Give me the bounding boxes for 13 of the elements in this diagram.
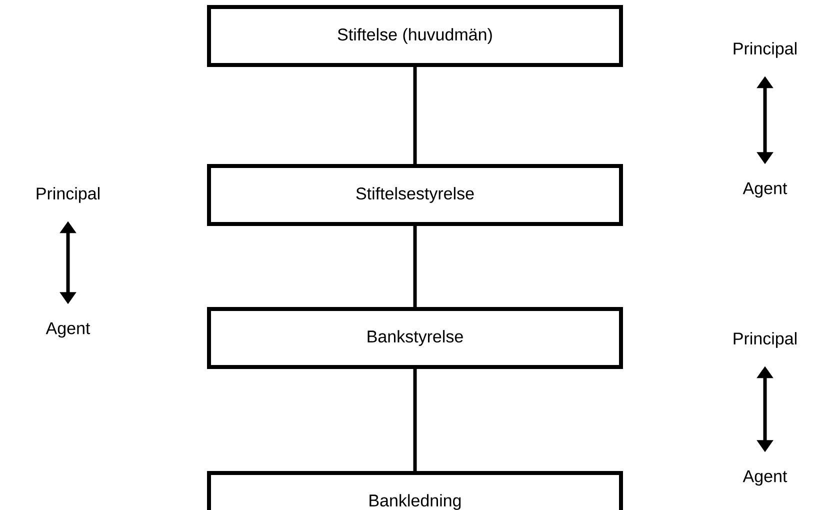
role-label: Principal: [36, 187, 100, 203]
role-label: Principal: [734, 332, 796, 348]
connector-line: [413, 67, 417, 164]
connector-line: [413, 369, 417, 471]
org-box: Stiftelsestyrelse: [207, 164, 623, 226]
connector-line: [413, 226, 417, 307]
org-box: Stiftelse (huvudmän): [207, 5, 623, 67]
role-label: Principal: [734, 42, 796, 58]
org-box: Bankledning: [207, 471, 623, 510]
org-box: Bankstyrelse: [207, 307, 623, 369]
role-label: Agent: [742, 470, 788, 486]
role-label: Agent: [742, 182, 788, 198]
role-label: Agent: [46, 322, 90, 338]
